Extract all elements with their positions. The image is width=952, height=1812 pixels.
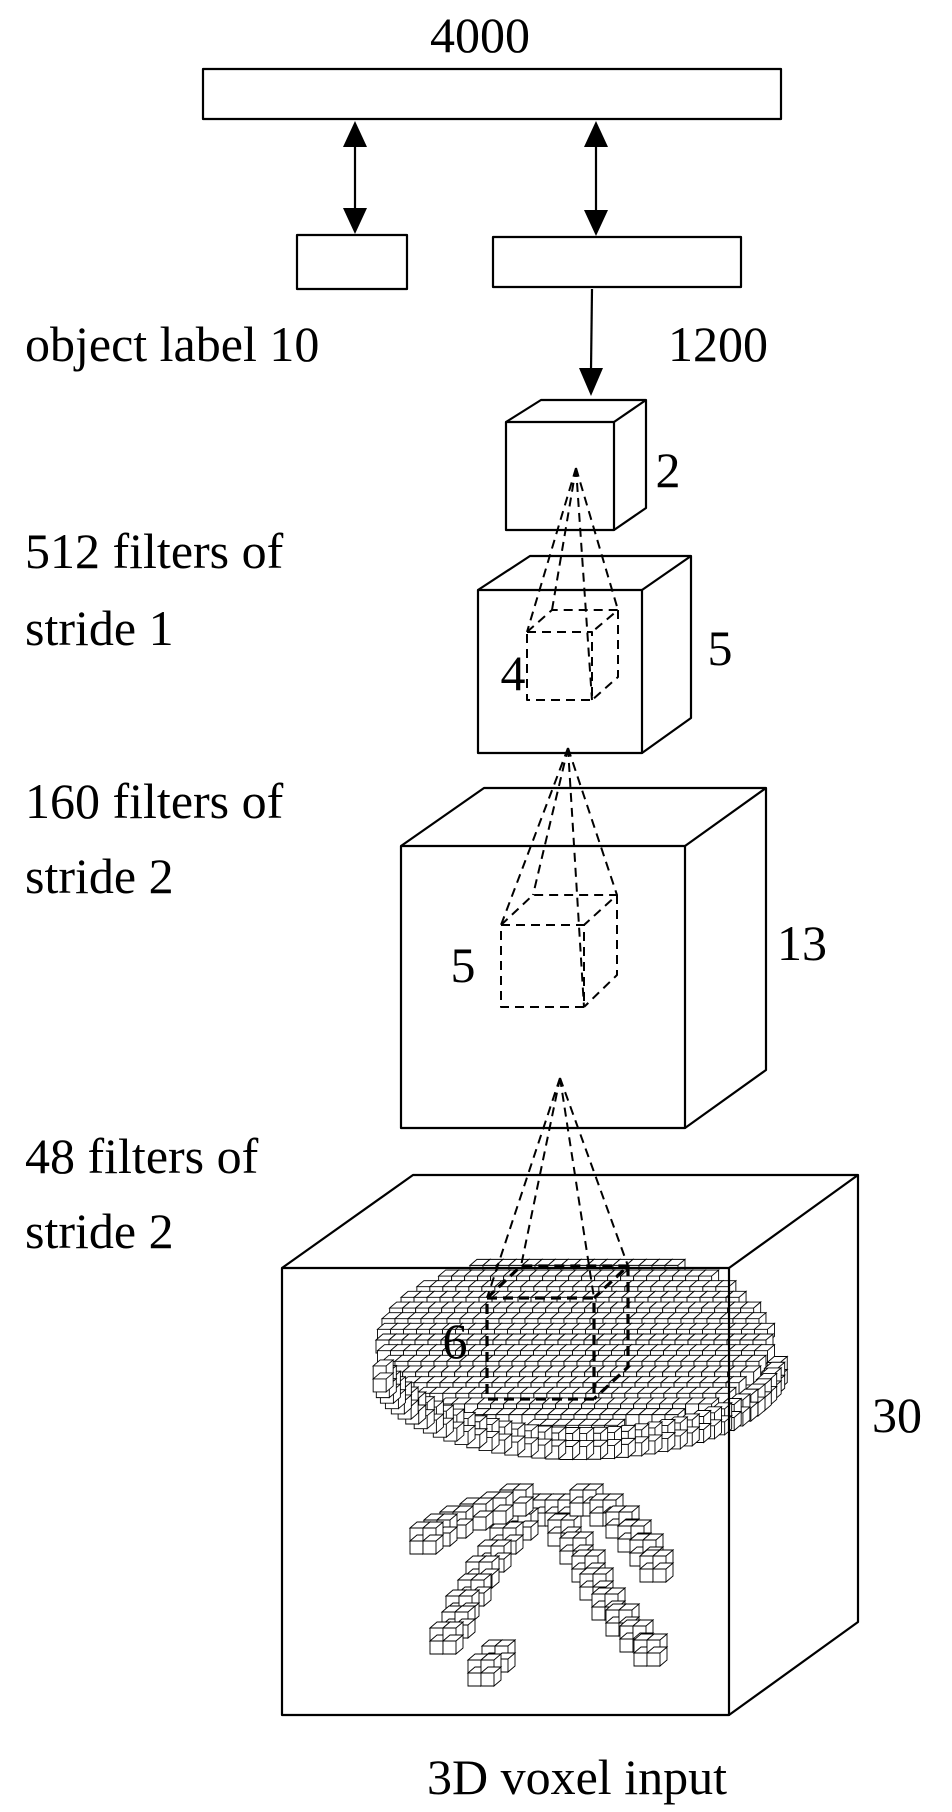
conv2-filters-line1: 160 filters of (25, 773, 284, 829)
arrow-fc4000-label (343, 121, 367, 234)
arrow-fc1200-cube2 (579, 288, 603, 396)
feature-cube-2 (504, 398, 648, 532)
voxel-cube (471, 1510, 495, 1531)
conv2-filters-label: 160 filters of stride 2 (25, 773, 296, 904)
conv1-filters-label: 48 filters of stride 2 (25, 1128, 271, 1259)
voxel-cube (479, 1666, 503, 1687)
receptive-field-pyramid-1 (486, 1077, 629, 1299)
cube-5-size-label: 5 (708, 620, 733, 676)
voxel-cube (645, 1646, 669, 1667)
receptive-field-pyramid-2 (500, 747, 618, 1008)
cube-2-size-label: 2 (656, 442, 681, 498)
arrow-fc4000-fc1200 (584, 121, 608, 236)
kernel-cube-4 (526, 609, 619, 701)
fc-1200-box (491, 235, 743, 289)
voxel-cube (511, 1496, 535, 1517)
conv3-filters-label: 512 filters of stride 1 (25, 523, 296, 656)
voxel-cube (651, 1562, 675, 1583)
receptive-field-pyramid-3 (526, 467, 619, 701)
conv3-filters-line1: 512 filters of (25, 523, 284, 579)
voxel-cube (451, 1518, 475, 1539)
kernel-4-label: 4 (501, 645, 526, 701)
kernel-6-label: 6 (443, 1313, 468, 1369)
kernel-5-label: 5 (451, 937, 476, 993)
voxel-cube (371, 1371, 395, 1393)
fc-4000-box (201, 67, 783, 121)
cube-30-size-label: 30 (872, 1387, 922, 1443)
input-cube-30 (280, 1173, 860, 1717)
kernel-cube-5 (500, 894, 618, 1008)
fc-1200-label: 1200 (668, 316, 768, 372)
conv2-filters-line2: stride 2 (25, 848, 174, 904)
feature-cube-5 (476, 554, 693, 755)
kernel-cube-6 (485, 1264, 630, 1401)
conv1-filters-line1: 48 filters of (25, 1128, 259, 1184)
fc-4000-label: 4000 (430, 7, 530, 63)
voxel-cube (421, 1534, 445, 1555)
input-label: 3D voxel input (427, 1749, 727, 1805)
object-label-box (295, 233, 409, 291)
object-label-text: object label 10 (25, 316, 319, 372)
conv1-filters-line2: stride 2 (25, 1203, 174, 1259)
conv3-filters-line2: stride 1 (25, 600, 174, 656)
voxel-table-object (371, 1258, 789, 1687)
voxel-cube (491, 1504, 515, 1525)
cube-13-size-label: 13 (777, 915, 827, 971)
voxel-cube (441, 1634, 465, 1655)
